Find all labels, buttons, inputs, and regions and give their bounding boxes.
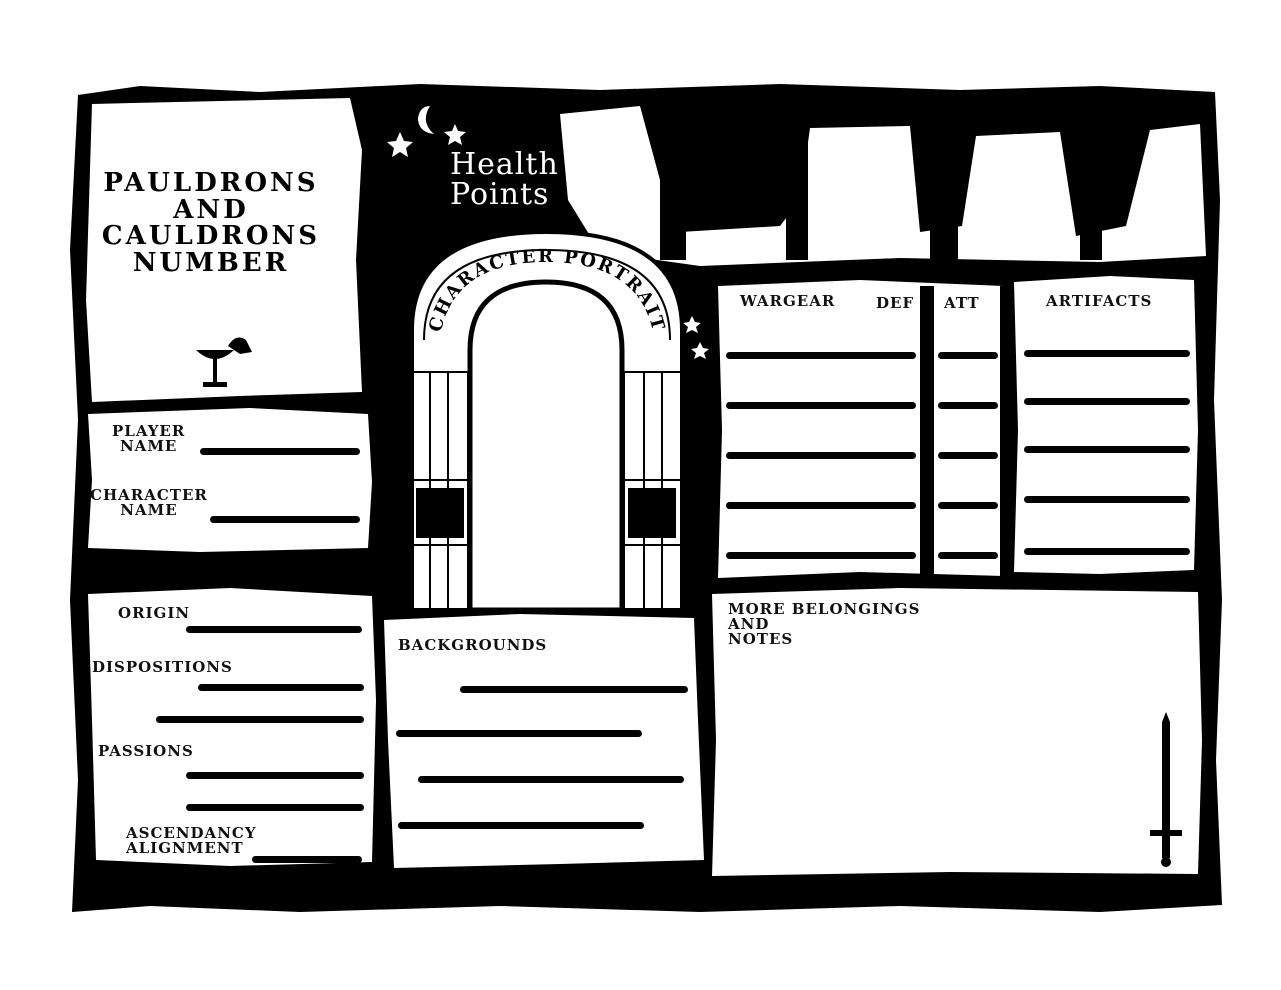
belongings-line1: MORE BELONGINGS	[728, 600, 921, 618]
belongings-label: MORE BELONGINGS AND NOTES	[728, 602, 920, 647]
player-name-label: PLAYER NAME	[112, 424, 185, 454]
backgrounds-panel	[384, 614, 704, 868]
artifacts-panel	[1014, 276, 1198, 574]
title-line-3: CAULDRONS	[101, 221, 321, 252]
dispositions-label: DISPOSITIONS	[92, 658, 233, 676]
health-word: Health	[450, 147, 559, 182]
character-name-label: CHARACTER NAME	[90, 488, 208, 518]
health-points-label: Health Points	[450, 150, 559, 210]
title-line-4: NUMBER	[132, 247, 290, 278]
title-line-2: AND	[173, 194, 249, 225]
origin-label: ORIGIN	[118, 604, 191, 622]
sheet-title: PAULDRONS AND CAULDRONS NUMBER	[96, 170, 326, 276]
belongings-line3: NOTES	[728, 630, 794, 648]
moon-icon	[418, 106, 434, 134]
stars-icon	[387, 124, 709, 359]
points-word: Points	[450, 177, 550, 212]
ascendancy-line1: ASCENDANCY	[126, 824, 257, 842]
character-name-line1: CHARACTER	[90, 486, 208, 504]
tree-trunks	[660, 110, 1102, 260]
player-name-line2: NAME	[119, 437, 178, 455]
portrait-arch	[409, 229, 684, 613]
title-line-1: PAULDRONS	[103, 168, 319, 198]
passions-label: PASSIONS	[98, 742, 194, 760]
character-name-line2: NAME	[120, 501, 178, 519]
att-label: ATT	[944, 294, 980, 312]
trees-band	[560, 106, 1206, 266]
wargear-panel	[718, 280, 1008, 578]
title-panel	[86, 98, 362, 402]
ascendancy-label: ASCENDANCY ALIGNMENT	[126, 826, 257, 856]
goblet-icon	[196, 337, 252, 387]
artifacts-label: ARTIFACTS	[1046, 292, 1153, 310]
ascendancy-line2: ALIGNMENT	[126, 839, 244, 857]
player-name-line1: PLAYER	[112, 422, 186, 440]
belongings-line2: AND	[728, 615, 770, 633]
def-label: DEF	[876, 294, 915, 312]
origin-panel	[88, 588, 376, 866]
wargear-label: WARGEAR	[740, 292, 836, 310]
belongings-panel	[712, 588, 1202, 876]
backgrounds-label: BACKGROUNDS	[398, 636, 548, 654]
sword-icon	[1150, 712, 1182, 867]
